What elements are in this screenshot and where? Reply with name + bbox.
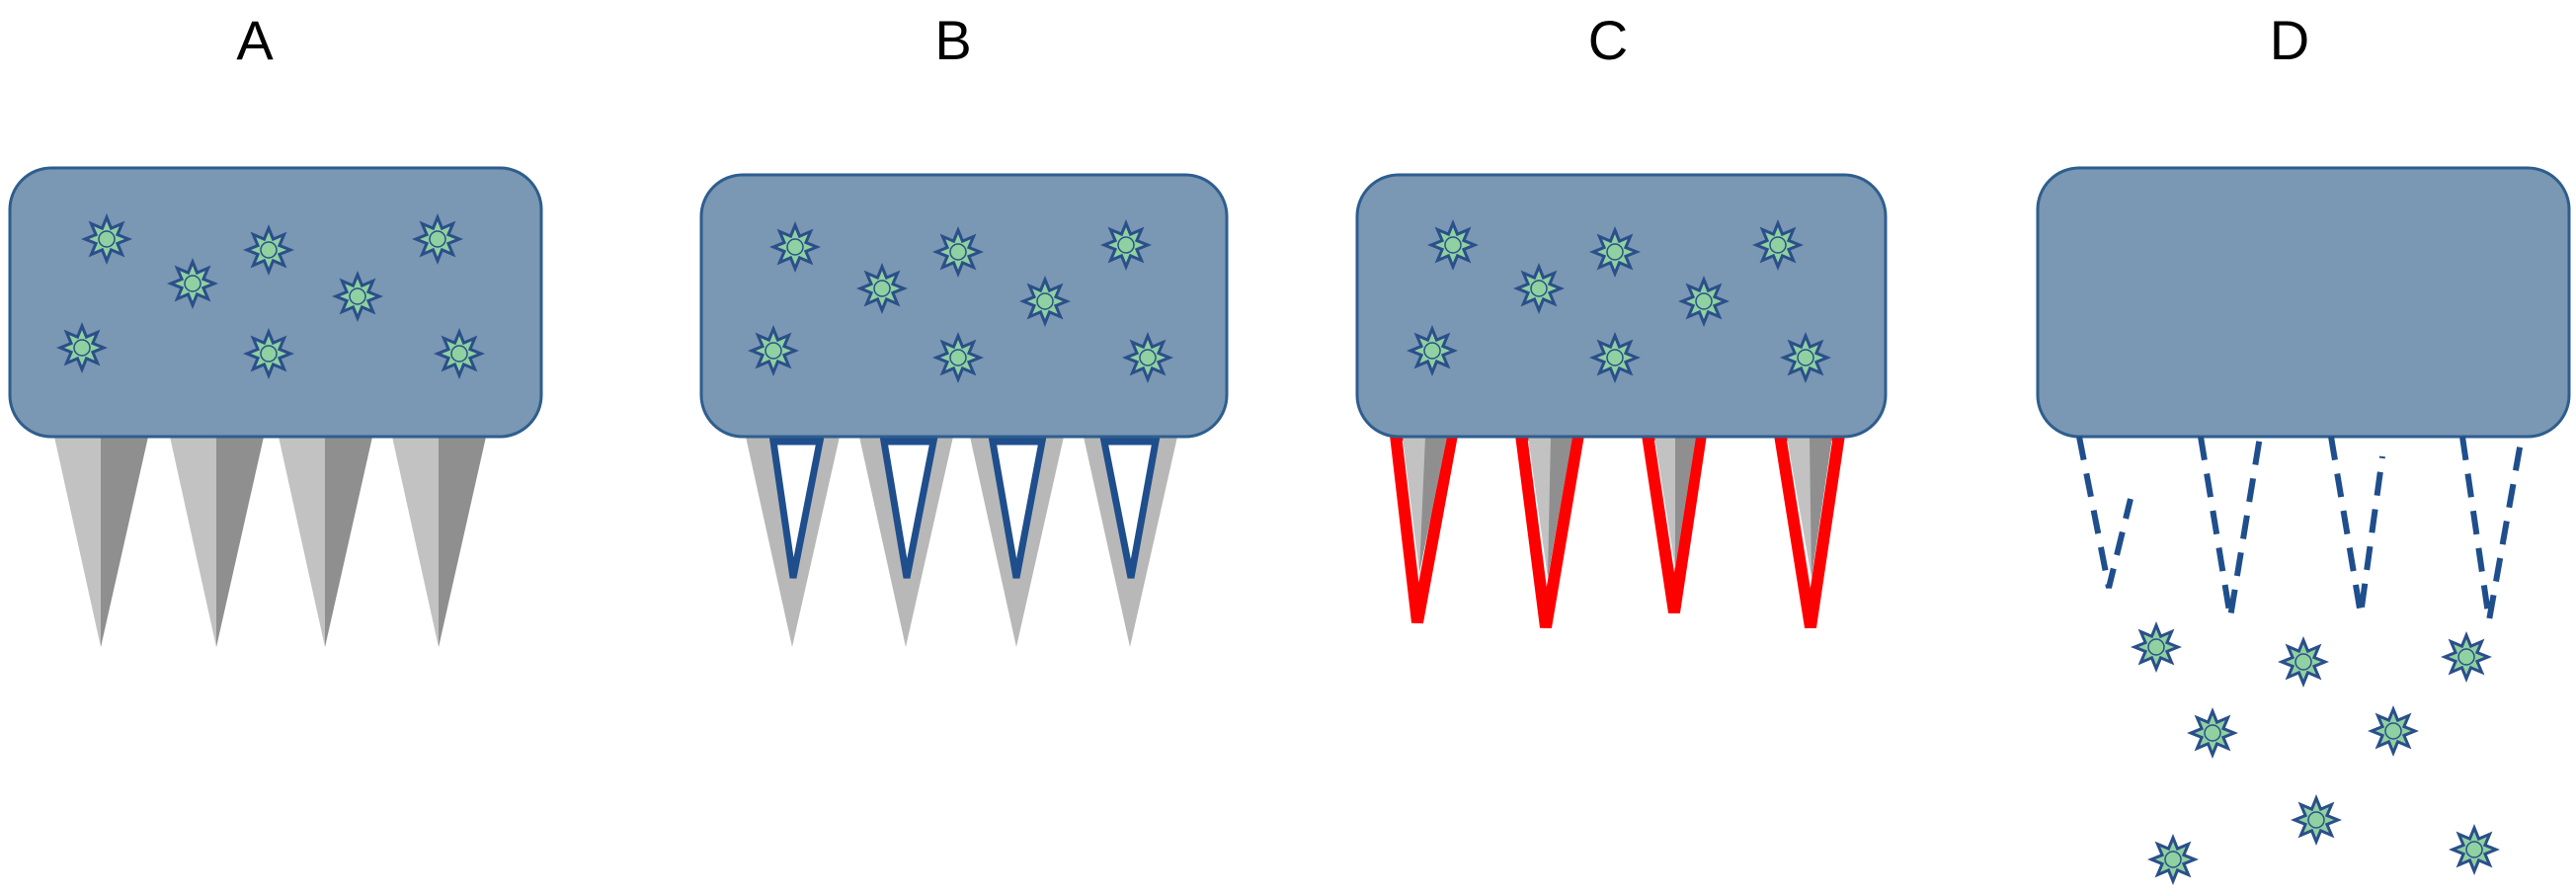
panel-a (8, 166, 543, 647)
microneedle-icon (1641, 429, 1708, 613)
panel-label-b: B (934, 9, 971, 71)
microneedle-icon (746, 437, 840, 647)
microneedle-icon (1514, 429, 1586, 629)
panel-c (1355, 173, 1888, 629)
microneedle-icon (392, 437, 486, 647)
microneedle-icon (1084, 437, 1177, 647)
needles-b (746, 437, 1177, 647)
microneedle-icon (170, 437, 264, 647)
needles-c (1389, 429, 1846, 629)
microneedle-icon (970, 437, 1064, 647)
patch-c (1355, 173, 1888, 439)
microneedle-icon (1772, 429, 1846, 628)
panel-label-d: D (2270, 9, 2309, 71)
microneedle-icon (279, 437, 372, 647)
released-drug-particles (2133, 623, 2498, 883)
patch-a (8, 166, 543, 439)
needles-a (54, 437, 486, 647)
patch-b (699, 173, 1229, 439)
patch-d (2036, 166, 2571, 439)
dissolved-needle-outlines (2076, 436, 2525, 621)
microneedle-icon (859, 437, 953, 647)
microneedle-icon (1389, 429, 1460, 624)
panel-d (2036, 166, 2571, 883)
panel-b (699, 173, 1229, 647)
panel-label-a: A (236, 9, 274, 71)
microneedle-icon (54, 437, 148, 647)
panel-label-c: C (1588, 9, 1628, 71)
